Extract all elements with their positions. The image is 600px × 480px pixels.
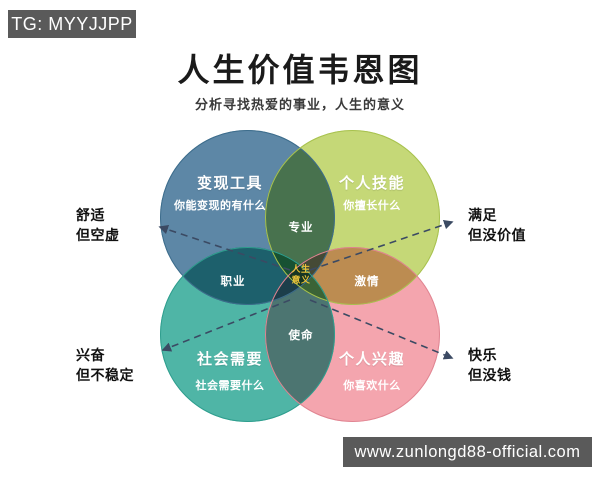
annotation-comfortable-but-empty: 舒适 但空虚 — [76, 205, 120, 246]
annotation-line-1: 快乐 — [468, 347, 497, 363]
annotation-line-2: 但没钱 — [468, 367, 512, 384]
venn-diagram: 变现工具 你能变现的有什么 个人技能 你擅长什么 社会需要 社会需要什么 个人兴… — [160, 130, 440, 422]
annotation-happy-but-no-money: 快乐 但没钱 — [468, 345, 512, 386]
annotation-line-2: 但不稳定 — [76, 367, 134, 384]
annotation-line-1: 舒适 — [76, 207, 105, 223]
annotation-excited-but-unstable: 兴奋 但不稳定 — [76, 345, 134, 386]
page-title: 人生价值韦恩图 — [177, 52, 423, 88]
telegram-watermark: TG: MYYJJPP — [8, 10, 136, 38]
site-watermark: www.zunlongd88-official.com — [343, 437, 592, 467]
annotation-line-1: 满足 — [468, 207, 497, 223]
annotation-line-2: 但没价值 — [468, 227, 526, 244]
annotation-satisfied-but-no-value: 满足 但没价值 — [468, 205, 526, 246]
circle-outline-personal-interest — [265, 247, 440, 422]
annotation-line-2: 但空虚 — [76, 227, 120, 244]
annotation-line-1: 兴奋 — [76, 347, 105, 363]
page-subtitle: 分析寻找热爱的事业，人生的意义 — [194, 97, 405, 112]
